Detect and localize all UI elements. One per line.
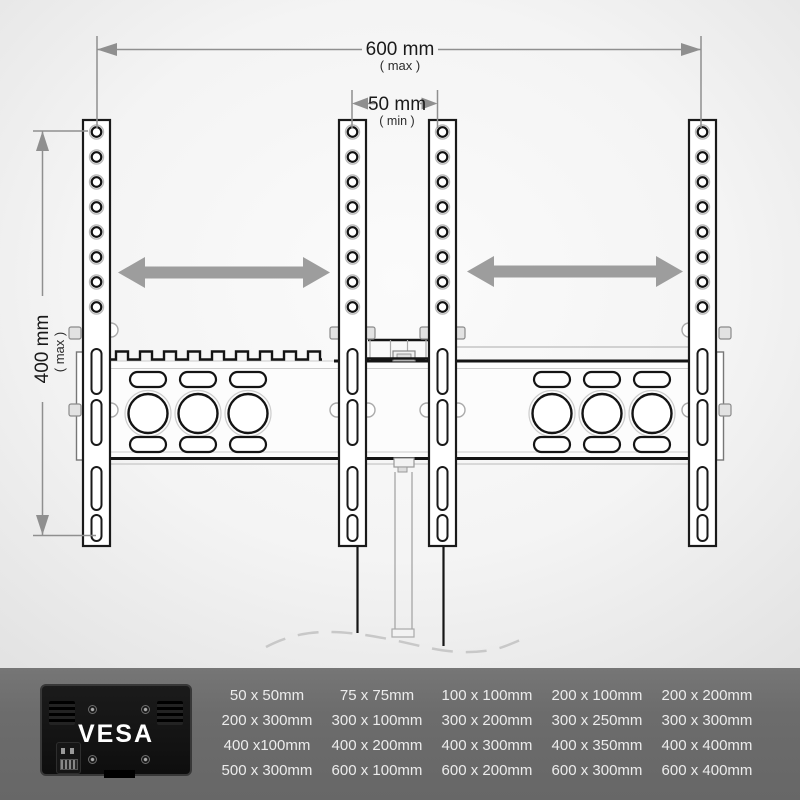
vent-grille-right [157, 701, 183, 725]
dim-width-qualifier: ( max ) [380, 58, 420, 73]
dim-width-value: 600 mm [366, 39, 435, 60]
plate-holes-left [124, 370, 272, 454]
dim-height-value: 400 mm [32, 315, 53, 384]
screw-icon [141, 755, 150, 764]
mount-diagram: 600 mm ( max ) 50 mm ( min ) 400 mm ( ma… [0, 0, 800, 668]
vesa-size-cell: 600 x 300mm [551, 762, 643, 779]
vesa-size-cell: 200 x 300mm [221, 712, 313, 729]
vesa-size-cell: 50 x 50mm [229, 687, 305, 704]
dim-center-qualifier: ( min ) [379, 114, 414, 128]
vesa-size-cell: 400 x 350mm [551, 737, 643, 754]
wall-plate [84, 338, 716, 465]
vesa-size-cell: 500 x 300mm [221, 762, 313, 779]
vesa-size-cell: 200 x 200mm [661, 687, 753, 704]
dimension-width-600: 600 mm ( max ) [96, 36, 702, 128]
rail-holes [434, 124, 451, 315]
port-holes [61, 748, 75, 754]
stand-mount-tab [104, 770, 135, 778]
vesa-size-cell: 400 x 400mm [661, 737, 753, 754]
port-grille [60, 759, 78, 770]
dim-height-qualifier: ( max ) [52, 332, 67, 372]
adjust-arrow-right [467, 256, 683, 287]
screw-icon [88, 705, 97, 714]
tv-break-line [265, 630, 529, 654]
plate-notched-edge [86, 350, 322, 361]
adjust-arrow-left [118, 257, 330, 288]
dimension-height-400: 400 mm ( max ) [32, 130, 96, 537]
rail-holes [344, 124, 361, 315]
vesa-size-cell: 600 x 100mm [331, 762, 423, 779]
vesa-size-cell: 100 x 100mm [441, 687, 533, 704]
rail-slots [90, 348, 103, 542]
vesa-size-cell: 300 x 100mm [331, 712, 423, 729]
tilt-bracket [366, 338, 430, 362]
rail-outer-left [68, 118, 119, 548]
plate-holes-right [528, 370, 676, 454]
screw-icon [141, 705, 150, 714]
tv-edge-lines [356, 547, 445, 646]
vesa-panel: VESA [40, 684, 192, 778]
rail-slots [436, 348, 449, 542]
vesa-size-cell: 300 x 200mm [441, 712, 533, 729]
rail-inner-right [419, 118, 466, 548]
rail-holes [88, 124, 105, 315]
vesa-size-cell: 200 x 100mm [551, 687, 643, 704]
vesa-size-table: 50 x 50mm 75 x 75mm 100 x 100mm 200 x 10… [212, 683, 764, 783]
rail-holes [694, 124, 711, 315]
screw-icon [88, 755, 97, 764]
vesa-size-cell: 400 x 300mm [441, 737, 533, 754]
tv-pole [391, 457, 415, 638]
vesa-panel-label: VESA [77, 720, 155, 748]
rail-slots [346, 348, 359, 542]
connector-ports [56, 742, 81, 774]
vesa-size-cell: 600 x 200mm [441, 762, 533, 779]
vesa-size-cell: 600 x 400mm [661, 762, 753, 779]
rail-outer-right [681, 118, 732, 548]
vesa-size-cell: 75 x 75mm [339, 687, 415, 704]
vesa-size-cell: 400 x 200mm [331, 737, 423, 754]
vesa-size-cell: 300 x 300mm [661, 712, 753, 729]
dim-center-value: 50 mm [368, 94, 426, 115]
vesa-info-band: VESA 50 x 50mm 75 x 75mm 100 x 100mm 200… [0, 668, 800, 800]
vesa-size-cell: 300 x 250mm [551, 712, 643, 729]
vesa-size-cell: 400 x100mm [223, 737, 311, 754]
vent-grille-left [49, 701, 75, 725]
diagram-background [0, 0, 800, 668]
dimension-center-50: 50 mm ( min ) [351, 90, 439, 128]
rail-slots [696, 348, 709, 542]
rail-inner-left [329, 118, 376, 548]
